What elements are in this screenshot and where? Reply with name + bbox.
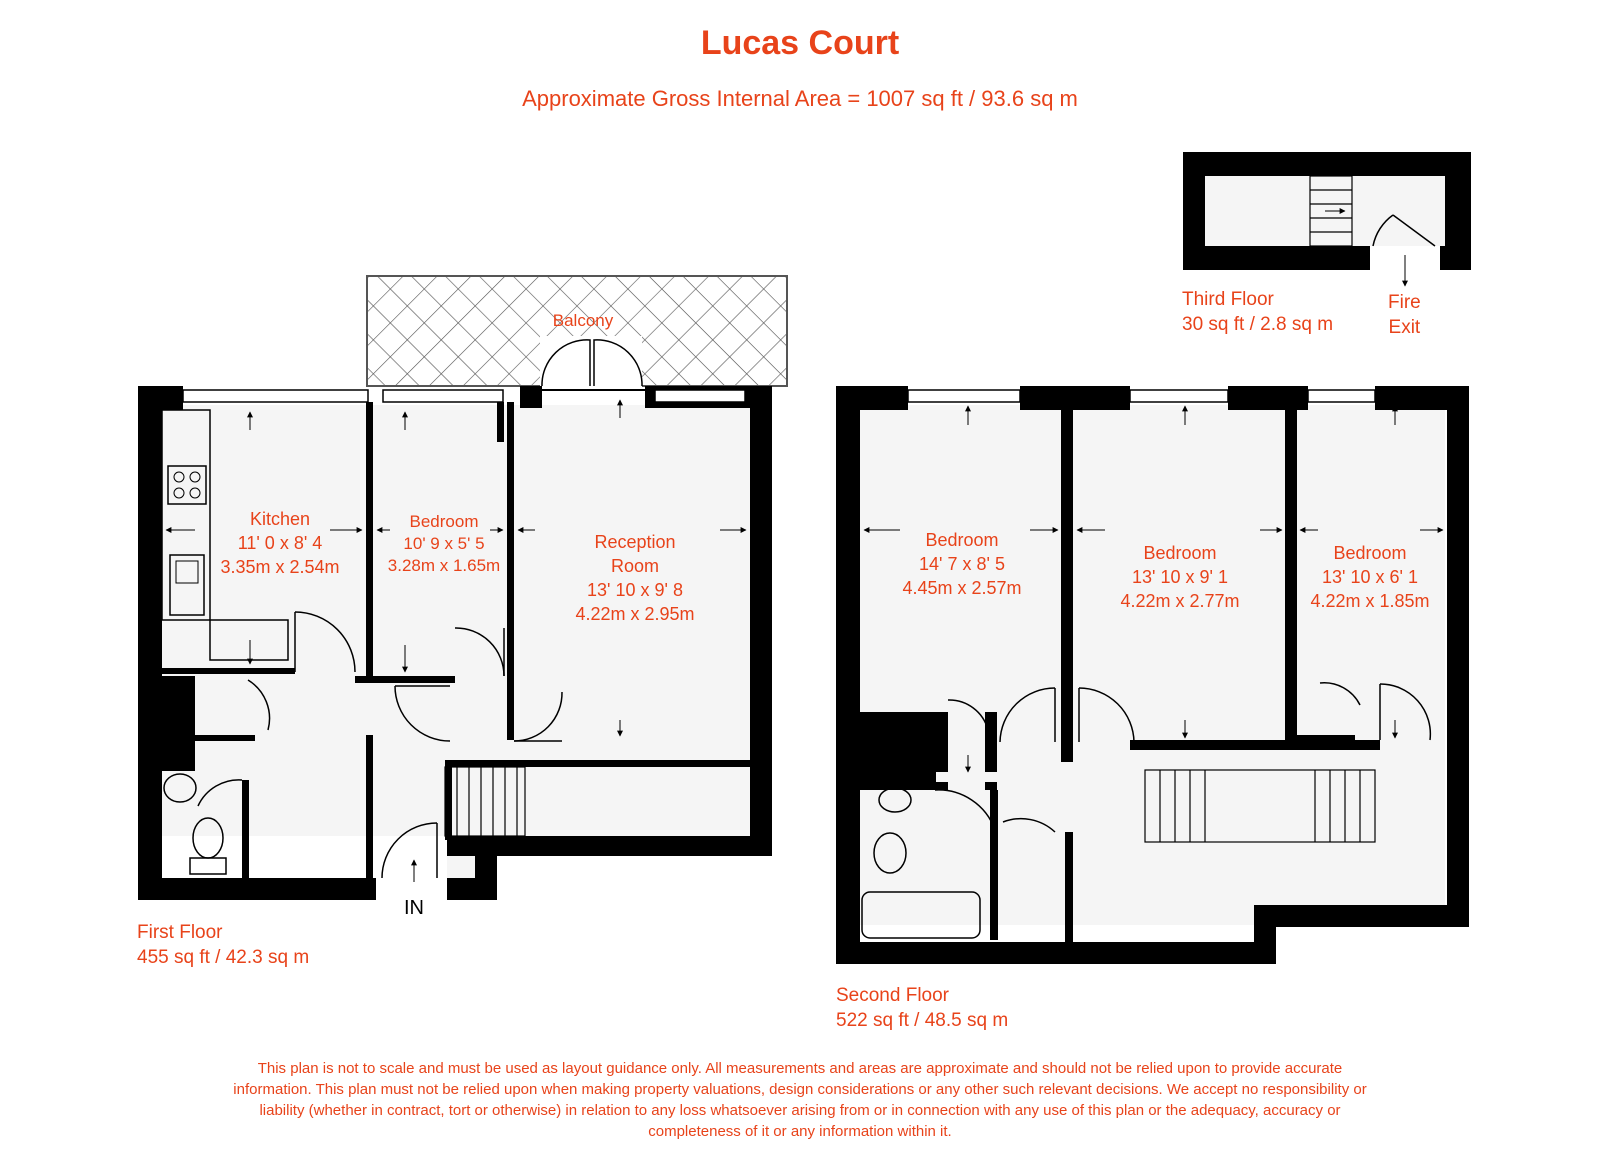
second-floor-area: 522 sq ft / 48.5 sq m bbox=[836, 1010, 1009, 1031]
ff-bedroom-name: Bedroom bbox=[410, 512, 479, 531]
sf-bedroom3-metric: 4.22m x 1.85m bbox=[1310, 591, 1429, 611]
plan-title: Lucas Court bbox=[700, 24, 900, 62]
reception-imperial: 13' 10 x 9' 8 bbox=[587, 580, 683, 600]
sf-bedroom2-metric: 4.22m x 2.77m bbox=[1120, 591, 1239, 611]
ff-bedroom-imperial: 10' 9 x 5' 5 bbox=[403, 534, 484, 553]
ff-bedroom-metric: 3.28m x 1.65m bbox=[388, 556, 500, 575]
reception-name-2: Room bbox=[611, 556, 659, 576]
kitchen-name: Kitchen bbox=[250, 509, 310, 529]
reception-metric: 4.22m x 2.95m bbox=[575, 604, 694, 624]
disclaimer-text: This plan is not to scale and must be us… bbox=[233, 1060, 1367, 1140]
sf-bedroom3-name: Bedroom bbox=[1333, 543, 1406, 563]
third-floor-name: Third Floor bbox=[1182, 289, 1274, 310]
first-floor-plan bbox=[138, 275, 788, 900]
sf-bedroom1-metric: 4.45m x 2.57m bbox=[902, 578, 1021, 598]
fire-exit-line2: Exit bbox=[1388, 317, 1421, 338]
second-floor-plan bbox=[836, 386, 1469, 964]
room-labels: Balcony Kitchen 11' 0 x 8' 4 3.35m x 2.5… bbox=[220, 311, 1429, 919]
first-floor-name: First Floor bbox=[137, 922, 223, 943]
sf-bedroom1-name: Bedroom bbox=[925, 530, 998, 550]
sf-bedroom1-imperial: 14' 7 x 8' 5 bbox=[919, 554, 1005, 574]
sf-bedroom2-imperial: 13' 10 x 9' 1 bbox=[1132, 567, 1228, 587]
kitchen-metric: 3.35m x 2.54m bbox=[220, 557, 339, 577]
third-floor-plan bbox=[1183, 152, 1471, 287]
second-floor-name: Second Floor bbox=[836, 985, 950, 1006]
balcony-label: Balcony bbox=[553, 311, 614, 330]
kitchen-imperial: 11' 0 x 8' 4 bbox=[238, 533, 323, 553]
third-floor-area: 30 sq ft / 2.8 sq m bbox=[1182, 314, 1334, 335]
first-floor-area: 455 sq ft / 42.3 sq m bbox=[137, 947, 310, 968]
fire-exit-line1: Fire bbox=[1388, 292, 1421, 313]
sf-bedroom3-imperial: 13' 10 x 6' 1 bbox=[1322, 567, 1418, 587]
reception-name-1: Reception bbox=[594, 532, 675, 552]
fire-exit-label: Fire Exit bbox=[1388, 290, 1421, 340]
third-floor-caption: Third Floor 30 sq ft / 2.8 sq m bbox=[1182, 287, 1333, 337]
first-floor-caption: First Floor 455 sq ft / 42.3 sq m bbox=[137, 920, 309, 970]
entrance-label: IN bbox=[404, 897, 424, 919]
second-floor-caption: Second Floor 522 sq ft / 48.5 sq m bbox=[836, 983, 1008, 1033]
gross-area-subtitle: Approximate Gross Internal Area = 1007 s… bbox=[522, 86, 1078, 111]
sf-bedroom2-name: Bedroom bbox=[1143, 543, 1216, 563]
